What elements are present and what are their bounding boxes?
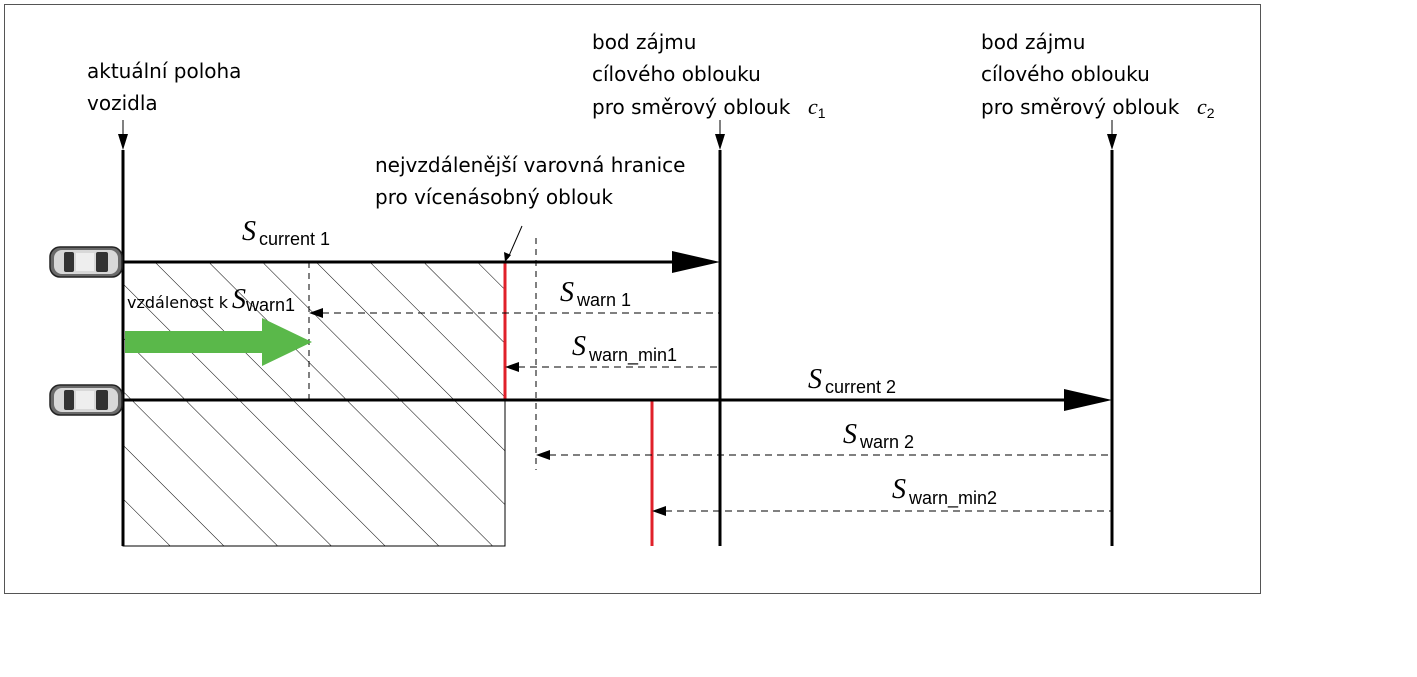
poi-2-label-line-2: cílového oblouku [981, 62, 1150, 86]
farthest-boundary-label-line-2: pro vícenásobný oblouk [375, 185, 613, 209]
current-position-arrow-icon [118, 134, 128, 150]
poi-1-label-line-2: cílového oblouku [592, 62, 761, 86]
poi-2-label-line-1: bod zájmu [981, 30, 1085, 54]
poi-2-label-line-3: pro směrový oblouk [981, 95, 1180, 119]
curve-2-symbol: c2 [1197, 94, 1215, 121]
curve-1-symbol: c1 [808, 94, 826, 121]
farthest-boundary-label-line-1: nejvzdálenější varovná hranice [375, 153, 685, 177]
s-current-2-arrow-icon [1064, 389, 1112, 411]
s-current-1-arrow-icon [672, 251, 720, 273]
vehicle-1-car-icon [49, 246, 123, 278]
current-position-label-line-2: vozidla [87, 91, 158, 115]
poi-1-label-line-1: bod zájmu [592, 30, 696, 54]
poi-1-label-line-3: pro směrový oblouk [592, 95, 791, 119]
poi-1-arrow-icon [715, 134, 725, 150]
diagram-frame [4, 4, 1261, 594]
current-position-label-line-1: aktuální poloha [87, 59, 241, 83]
poi-2-arrow-icon [1107, 134, 1117, 150]
direction-arrow-icon [125, 318, 312, 366]
vehicle-2-car-icon [49, 384, 123, 416]
